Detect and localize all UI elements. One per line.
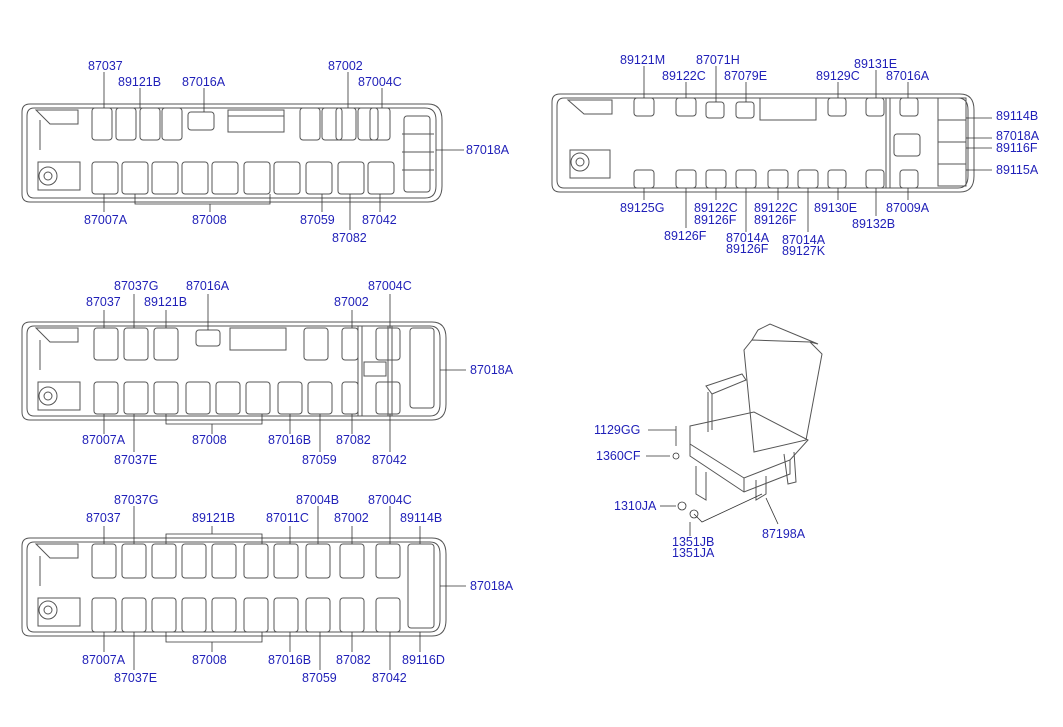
part-label: 87082 bbox=[336, 433, 371, 447]
part-label: 89121B bbox=[118, 75, 162, 89]
part-label: 89127K bbox=[782, 244, 826, 258]
part-label: 89126F bbox=[694, 213, 737, 227]
part-label: 87037G bbox=[114, 279, 159, 293]
part-label: 87018A bbox=[470, 363, 514, 377]
part-label: 87018A bbox=[470, 579, 514, 593]
part-label: 87002 bbox=[328, 59, 363, 73]
leaders-seat-detail bbox=[646, 426, 779, 536]
part-label: 1360CF bbox=[596, 449, 641, 463]
bus-outline-top-left bbox=[21, 103, 443, 203]
part-label: 89126F bbox=[754, 213, 797, 227]
part-label: 87037 bbox=[88, 59, 123, 73]
part-label: 87037E bbox=[114, 671, 158, 685]
part-label: 89122C bbox=[694, 201, 738, 215]
part-label: 87042 bbox=[362, 213, 397, 227]
part-label: 87082 bbox=[332, 231, 367, 245]
part-label: 89131E bbox=[854, 57, 898, 71]
part-label: 89126F bbox=[726, 242, 769, 256]
part-label: 89125G bbox=[620, 201, 665, 215]
part-label: 87079E bbox=[724, 69, 768, 83]
part-label: 87014A bbox=[726, 231, 770, 245]
part-label: 89121M bbox=[620, 53, 666, 67]
seats-bottom bbox=[91, 543, 435, 633]
part-label: 89116D bbox=[402, 653, 445, 667]
part-label: 89121B bbox=[144, 295, 188, 309]
part-label: 89122C bbox=[754, 201, 798, 215]
part-label: 87059 bbox=[300, 213, 335, 227]
part-label: 89126F bbox=[664, 229, 707, 243]
bus-outline-bottom bbox=[21, 537, 447, 637]
part-label: 87007A bbox=[82, 433, 126, 447]
part-label: 87016A bbox=[182, 75, 226, 89]
part-label: 87018A bbox=[466, 143, 510, 157]
leaders-top-left bbox=[103, 72, 464, 230]
part-label: 87042 bbox=[372, 671, 407, 685]
part-label: 1129GG bbox=[594, 423, 641, 437]
part-label: 87198A bbox=[762, 527, 806, 541]
part-label: 87002 bbox=[334, 295, 369, 309]
part-label: 87004B bbox=[296, 493, 340, 507]
leaders-bottom bbox=[103, 506, 466, 670]
part-label: 87014A bbox=[782, 233, 826, 247]
part-label: 89114B bbox=[400, 511, 443, 525]
seats-middle bbox=[93, 327, 435, 415]
part-label: 87004C bbox=[368, 493, 412, 507]
part-label: 89132B bbox=[852, 217, 896, 231]
part-label: 89121B bbox=[192, 511, 236, 525]
part-label: 1351JB bbox=[672, 535, 715, 549]
part-label: 87008 bbox=[192, 653, 227, 667]
part-label: 87037G bbox=[114, 493, 159, 507]
part-label: 87037 bbox=[86, 295, 121, 309]
part-label: 89116F bbox=[996, 141, 1038, 155]
part-label: 87071H bbox=[696, 53, 740, 67]
part-label: 89129C bbox=[816, 69, 860, 83]
bus-outline-middle bbox=[21, 321, 447, 421]
part-label: 87059 bbox=[302, 453, 337, 467]
seat-detail-drawing bbox=[689, 323, 823, 501]
leaders-middle bbox=[103, 294, 466, 452]
part-label: 1310JA bbox=[614, 499, 657, 513]
part-label: 89115A bbox=[996, 163, 1039, 177]
part-label: 87037E bbox=[114, 453, 158, 467]
part-label: 87059 bbox=[302, 671, 337, 685]
part-label: 89114B bbox=[996, 109, 1039, 123]
part-label: 87009A bbox=[886, 201, 930, 215]
leaders-top-right bbox=[643, 66, 992, 232]
part-label: 87042 bbox=[372, 453, 407, 467]
part-label: 87002 bbox=[334, 511, 369, 525]
part-label: 87082 bbox=[336, 653, 371, 667]
part-label: 87016B bbox=[268, 433, 312, 447]
part-label: 87016B bbox=[268, 653, 312, 667]
part-label: 89122C bbox=[662, 69, 706, 83]
part-label: 87008 bbox=[192, 213, 227, 227]
part-label: 89130E bbox=[814, 201, 858, 215]
bus-outline-top-right bbox=[551, 93, 975, 193]
part-label: 87007A bbox=[84, 213, 128, 227]
part-label: 1351JA bbox=[672, 546, 715, 560]
seats-top-right bbox=[633, 97, 921, 189]
part-label: 87037 bbox=[86, 511, 121, 525]
part-label: 87016A bbox=[186, 279, 230, 293]
part-label: 87016A bbox=[886, 69, 930, 83]
part-label: 87008 bbox=[192, 433, 227, 447]
part-label: 87018A bbox=[996, 129, 1040, 143]
seats-top-left bbox=[91, 107, 431, 195]
part-label: 87007A bbox=[82, 653, 126, 667]
part-label: 87004C bbox=[368, 279, 412, 293]
part-label: 87004C bbox=[358, 75, 402, 89]
part-label: 87011C bbox=[266, 511, 309, 525]
